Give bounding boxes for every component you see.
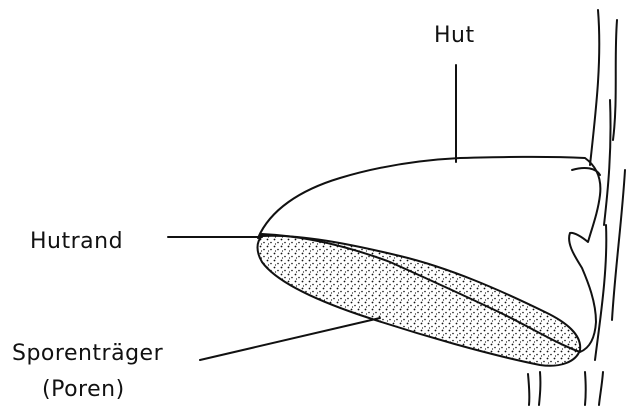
label-hut: Hut — [434, 23, 475, 48]
pore-surface — [258, 236, 581, 366]
label-poren: (Poren) — [42, 377, 125, 402]
sporentraeger-leader-line — [200, 318, 380, 360]
label-sporentraeger: Sporenträger — [12, 341, 164, 366]
label-hutrand: Hutrand — [30, 229, 123, 254]
